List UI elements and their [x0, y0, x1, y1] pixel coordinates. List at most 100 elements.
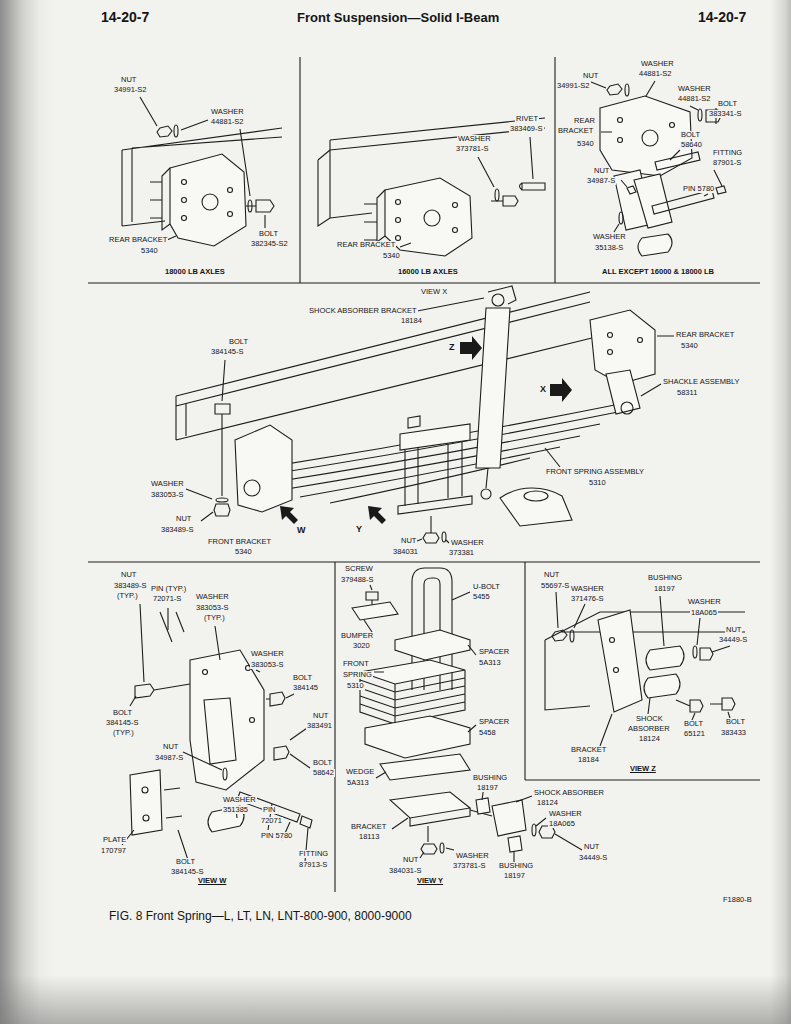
shackle [716, 186, 726, 194]
panel-rule [334, 562, 335, 892]
panel-caption: VIEW W [197, 877, 227, 885]
view-arrow [460, 336, 482, 360]
nut [442, 532, 446, 542]
shock-absorber [486, 468, 488, 488]
shackle [614, 152, 726, 256]
part-label: NUT [312, 712, 329, 720]
front-axle [500, 488, 572, 526]
part-label: NUT [725, 626, 742, 634]
part-number: 383433 [720, 729, 747, 737]
front-bracket [214, 504, 230, 516]
frame-rail [318, 118, 545, 226]
view-letter: X [539, 385, 547, 395]
nut [430, 516, 431, 533]
part-number: 18124 [536, 799, 559, 807]
part-number: 5458 [478, 729, 497, 737]
part-label: REAR BRACKET [336, 241, 396, 249]
rear-bracket [396, 218, 401, 223]
part-label: BOLT [292, 674, 313, 682]
rear-bracket [625, 84, 629, 96]
shock-bracket [693, 646, 697, 658]
shock-bracket [646, 646, 684, 670]
spring-stack [352, 602, 398, 620]
part-number: 5340 [234, 548, 253, 556]
part-number: 383489-S [160, 526, 195, 534]
view-panel: ALL EXCEPT 16000 & 18000 LB [555, 57, 760, 283]
rear-bracket [396, 236, 401, 241]
shackle-bracket [204, 698, 236, 764]
part-label: SPRING [342, 671, 373, 679]
shackle-bracket [203, 670, 208, 675]
rear-bracket [618, 138, 623, 143]
shackle [627, 186, 636, 194]
bolt [174, 125, 178, 137]
part-number: 5340 [576, 140, 595, 148]
frame-rail [176, 292, 600, 440]
shackle-bracket [164, 788, 182, 818]
rear-bracket [608, 333, 613, 338]
front-axle [524, 491, 548, 501]
part-number: 5310 [588, 479, 607, 487]
part-number: 373381 [448, 549, 475, 557]
part-label: WASHER [548, 810, 583, 818]
view-letter: Y [355, 525, 363, 535]
part-number: 384031-S [388, 867, 423, 875]
panel-rule [88, 57, 760, 892]
frame-rail [318, 118, 545, 226]
panel-caption: ALL EXCEPT 16000 & 18000 LB [601, 268, 715, 276]
part-number: 383053-S [195, 604, 230, 612]
shackle-bracket [135, 684, 190, 698]
part-label: PIN [262, 806, 277, 814]
part-label: VIEW X [420, 288, 448, 296]
part-label: BOLT [228, 338, 249, 346]
rear-bracket [606, 370, 640, 414]
part-number: 34449-S [718, 636, 748, 644]
part-number: 58642 [312, 769, 335, 777]
part-number: 5340 [382, 252, 401, 260]
part-number: 5455 [472, 593, 491, 601]
rear-bracket [170, 154, 246, 246]
part-number: 72071 [260, 817, 283, 825]
spring-stack [410, 808, 470, 826]
part-label: FRONT SPRING ASSEMBLY [545, 468, 645, 476]
leader-line [364, 585, 582, 862]
leader-line [591, 81, 722, 232]
shock-bracket [614, 668, 619, 673]
rear-bracket [600, 96, 692, 176]
part-number: 34987-S [586, 177, 616, 185]
rear-bracket [182, 180, 187, 185]
front-bracket [244, 480, 260, 496]
rear-bracket [396, 200, 401, 205]
spring-stack [360, 678, 465, 716]
part-number: 34987-S [154, 754, 184, 762]
part-number: 18197 [653, 585, 676, 593]
part-label: REAR BRACKET [108, 236, 168, 244]
rear-bracket [608, 350, 613, 355]
leader-line [400, 137, 533, 247]
panel-caption: 16000 LB AXLES [397, 268, 459, 276]
leader-line [140, 97, 265, 240]
part-label: FRONT BRACKET [207, 538, 272, 546]
part-label: SHACKLE ASSEMBLY [662, 378, 741, 386]
part-label: BOLT [725, 718, 746, 726]
u-bolt [398, 416, 472, 514]
part-number: 383469-S [509, 125, 544, 133]
part-label: BOLT [258, 230, 279, 238]
view-letter: W [296, 526, 307, 536]
part-number: 383491 [306, 722, 333, 730]
part-number: 35138-S [594, 244, 624, 252]
spring-stack [427, 826, 428, 842]
page-title: Front Suspension—Solid I-Beam [296, 11, 500, 25]
part-number: 34991-S2 [113, 86, 148, 94]
shackle [634, 174, 672, 228]
leader-line [364, 585, 582, 862]
part-number: 44881-S2 [677, 95, 712, 103]
rear-bracket [621, 402, 633, 414]
part-number: PIN 5780 [260, 832, 293, 840]
front-bracket [216, 498, 228, 502]
leader-line [122, 604, 310, 866]
panel-rule [88, 561, 760, 562]
part-number: 382345-S2 [250, 240, 289, 248]
shackle-bracket [274, 746, 289, 760]
part-label: PLATE [102, 836, 127, 844]
